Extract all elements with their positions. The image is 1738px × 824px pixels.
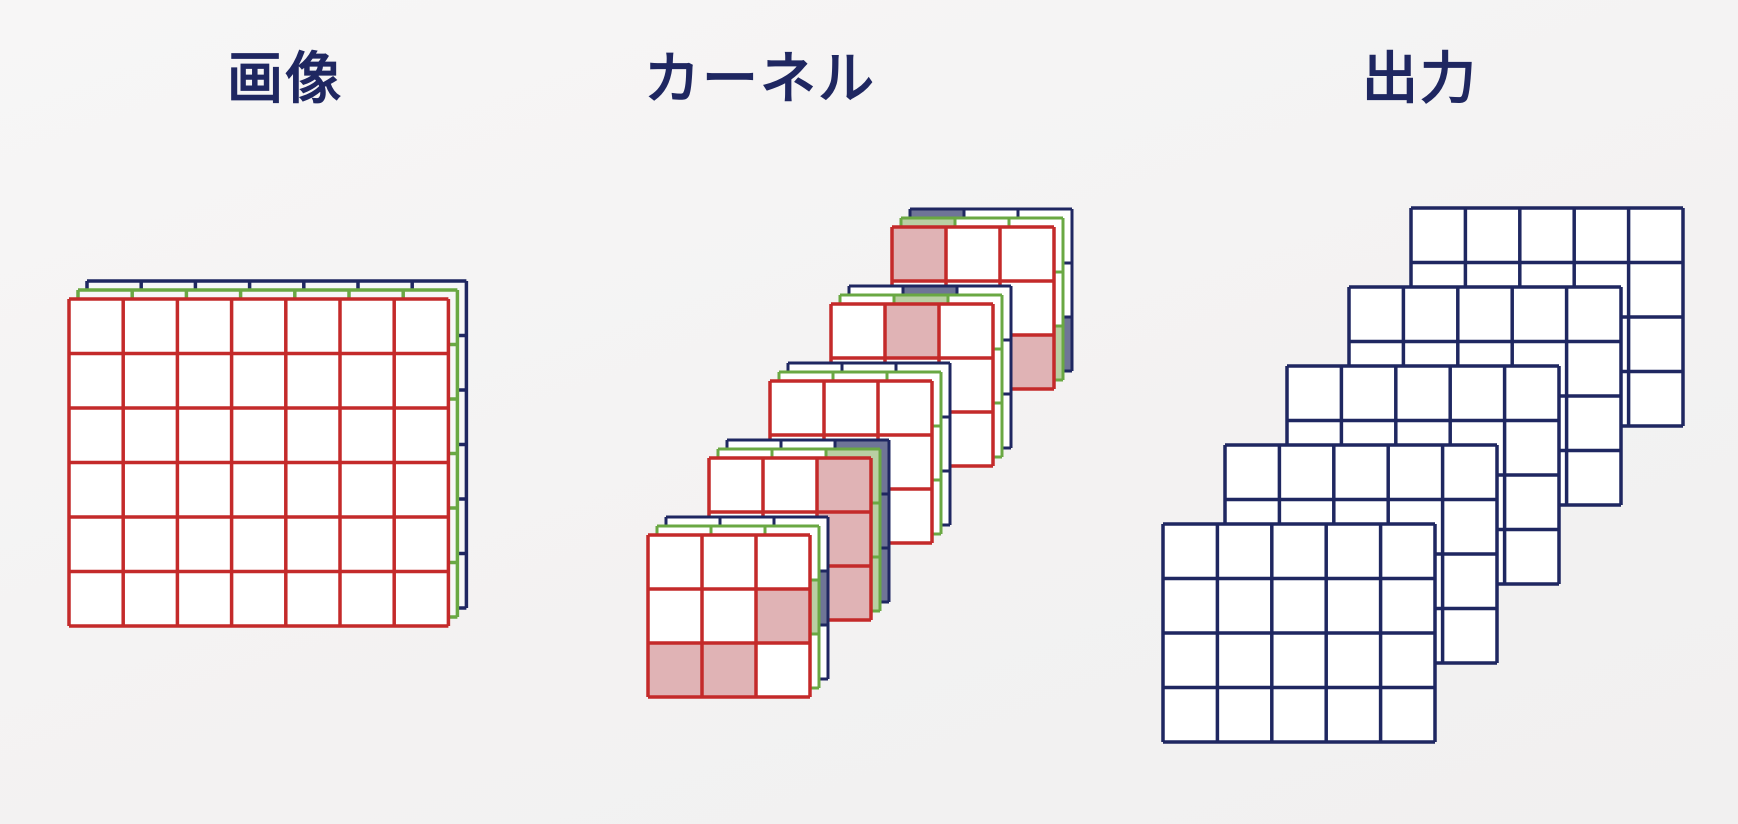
image-title: 画像 — [227, 47, 343, 112]
kernel-title: カーネル — [644, 47, 876, 112]
highlighted-cell — [756, 589, 810, 643]
highlighted-cell — [702, 643, 756, 697]
highlighted-cell — [892, 227, 946, 281]
image-channel-red-grid — [67, 297, 451, 628]
highlighted-cell — [648, 643, 702, 697]
output-map-1 — [1161, 522, 1437, 744]
highlighted-cell — [885, 304, 939, 358]
kernel-1-red-channel — [646, 533, 812, 699]
highlighted-cell — [817, 458, 871, 512]
output-title: 出力 — [1362, 47, 1478, 112]
